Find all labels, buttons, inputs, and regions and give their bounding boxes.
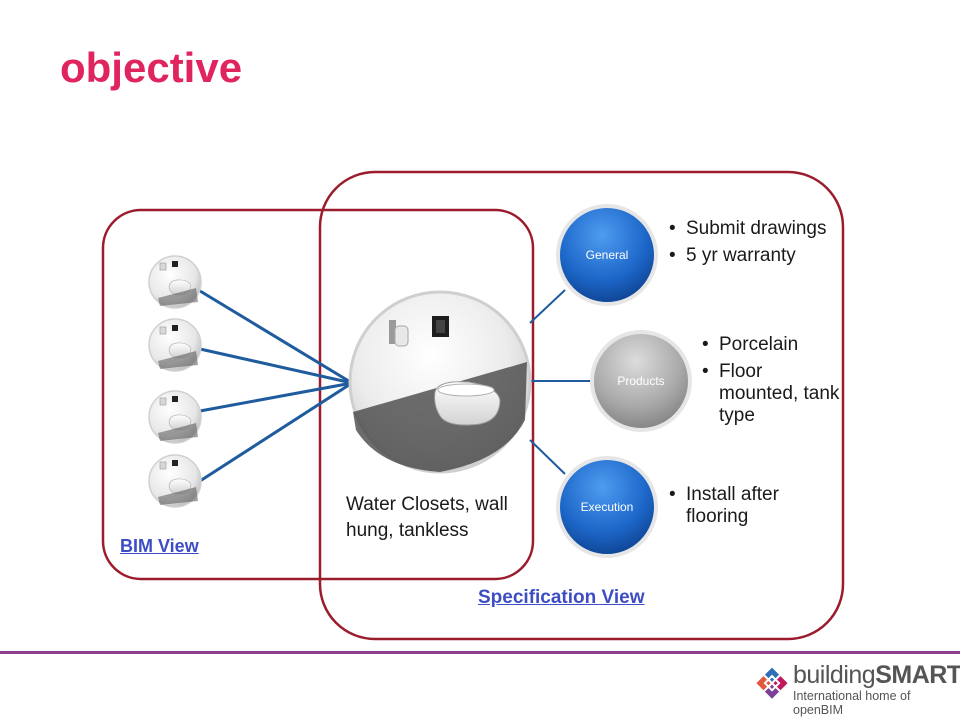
general-bullets: Submit drawings 5 yr warranty: [669, 218, 839, 272]
buildingsmart-logo-icon: [756, 667, 788, 699]
connector-line: [199, 381, 353, 483]
connector-line: [529, 439, 566, 475]
footer-divider: [0, 651, 960, 654]
section-connectors: [529, 289, 592, 475]
bim-object-thumbnail[interactable]: [148, 390, 202, 444]
section-execution[interactable]: Execution: [556, 456, 658, 558]
brand-tagline: International home of openBIM: [793, 689, 911, 717]
brand-name-light: building: [793, 661, 876, 689]
connector-line: [199, 347, 353, 385]
products-bullets: Porcelain Floor mounted, tank type: [702, 334, 842, 432]
section-execution-label: Execution: [581, 500, 634, 514]
section-products-label: Products: [617, 374, 664, 388]
execution-bullets: Install after flooring: [669, 484, 829, 533]
bullet-item: Submit drawings: [669, 218, 839, 240]
connector-line: [199, 381, 353, 413]
specification-view-container: [318, 170, 845, 641]
connector-line: [529, 289, 566, 324]
section-general[interactable]: General: [556, 204, 658, 306]
water-closet-image[interactable]: [348, 290, 532, 474]
bim-view-link[interactable]: BIM View: [120, 536, 199, 556]
slide-title: objective: [60, 44, 243, 91]
bim-object-thumbnail[interactable]: [148, 318, 202, 372]
bullet-item: Install after flooring: [669, 484, 829, 528]
specification-view-link[interactable]: Specification View: [478, 587, 645, 608]
bim-view-container: [101, 208, 535, 581]
bullet-item: Floor mounted, tank type: [702, 361, 842, 427]
section-general-label: General: [586, 248, 629, 262]
bim-object-thumbnail[interactable]: [148, 454, 202, 508]
bullet-item: Porcelain: [702, 334, 842, 356]
bim-connectors: [199, 289, 353, 483]
brand-name: buildingSMART: [793, 661, 960, 690]
water-closet-caption: Water Closets, wall hung, tankless: [346, 494, 508, 541]
connector-line: [199, 289, 353, 385]
section-products[interactable]: Products: [590, 330, 692, 432]
brand-name-bold: SMART: [875, 661, 960, 689]
bim-object-thumbnail[interactable]: [148, 255, 202, 309]
bullet-item: 5 yr warranty: [669, 245, 839, 267]
